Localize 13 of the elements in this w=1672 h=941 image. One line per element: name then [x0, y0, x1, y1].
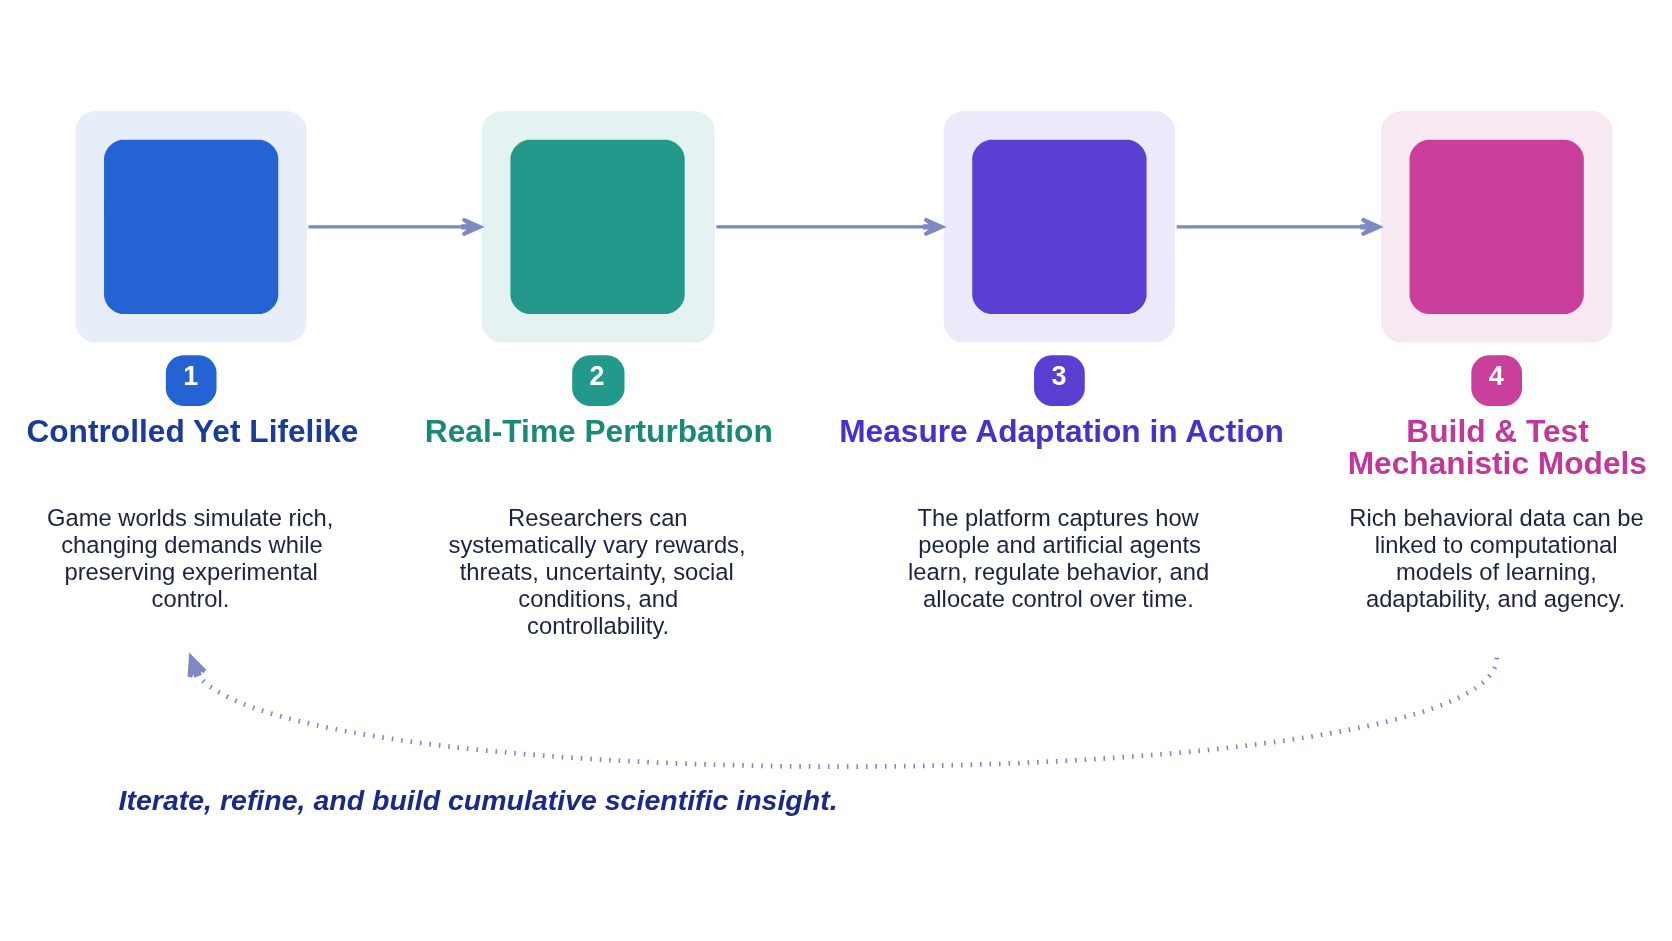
arrow: [716, 216, 944, 236]
node-label: Rich behavioral data can be linked to computational models of learning, adaptability, and agency.: [1349, 503, 1644, 612]
node-label: Real-Time Perturbation: [424, 412, 773, 449]
node-label: The platform captures how people and artificial agents learn, regulate behavior, and allocate control over time.: [908, 503, 1210, 612]
arrow: [187, 654, 1499, 769]
edge-label: Iterate, refine, and build cumulative scientific insight.: [118, 783, 838, 816]
node-label: Controlled Yet Lifelike: [26, 412, 359, 449]
node-label: Build & Test Mechanistic Models: [1347, 412, 1647, 481]
arrow: [1176, 216, 1382, 236]
node-label: Researchers can systematically vary rewards, threats, uncertainty, social conditions, and controllability.: [448, 503, 746, 639]
node-label: Measure Adaptation in Action: [839, 412, 1284, 449]
node-label: Game worlds simulate rich, changing demands while preserving experimental control.: [47, 503, 334, 612]
arrow: [308, 216, 483, 236]
